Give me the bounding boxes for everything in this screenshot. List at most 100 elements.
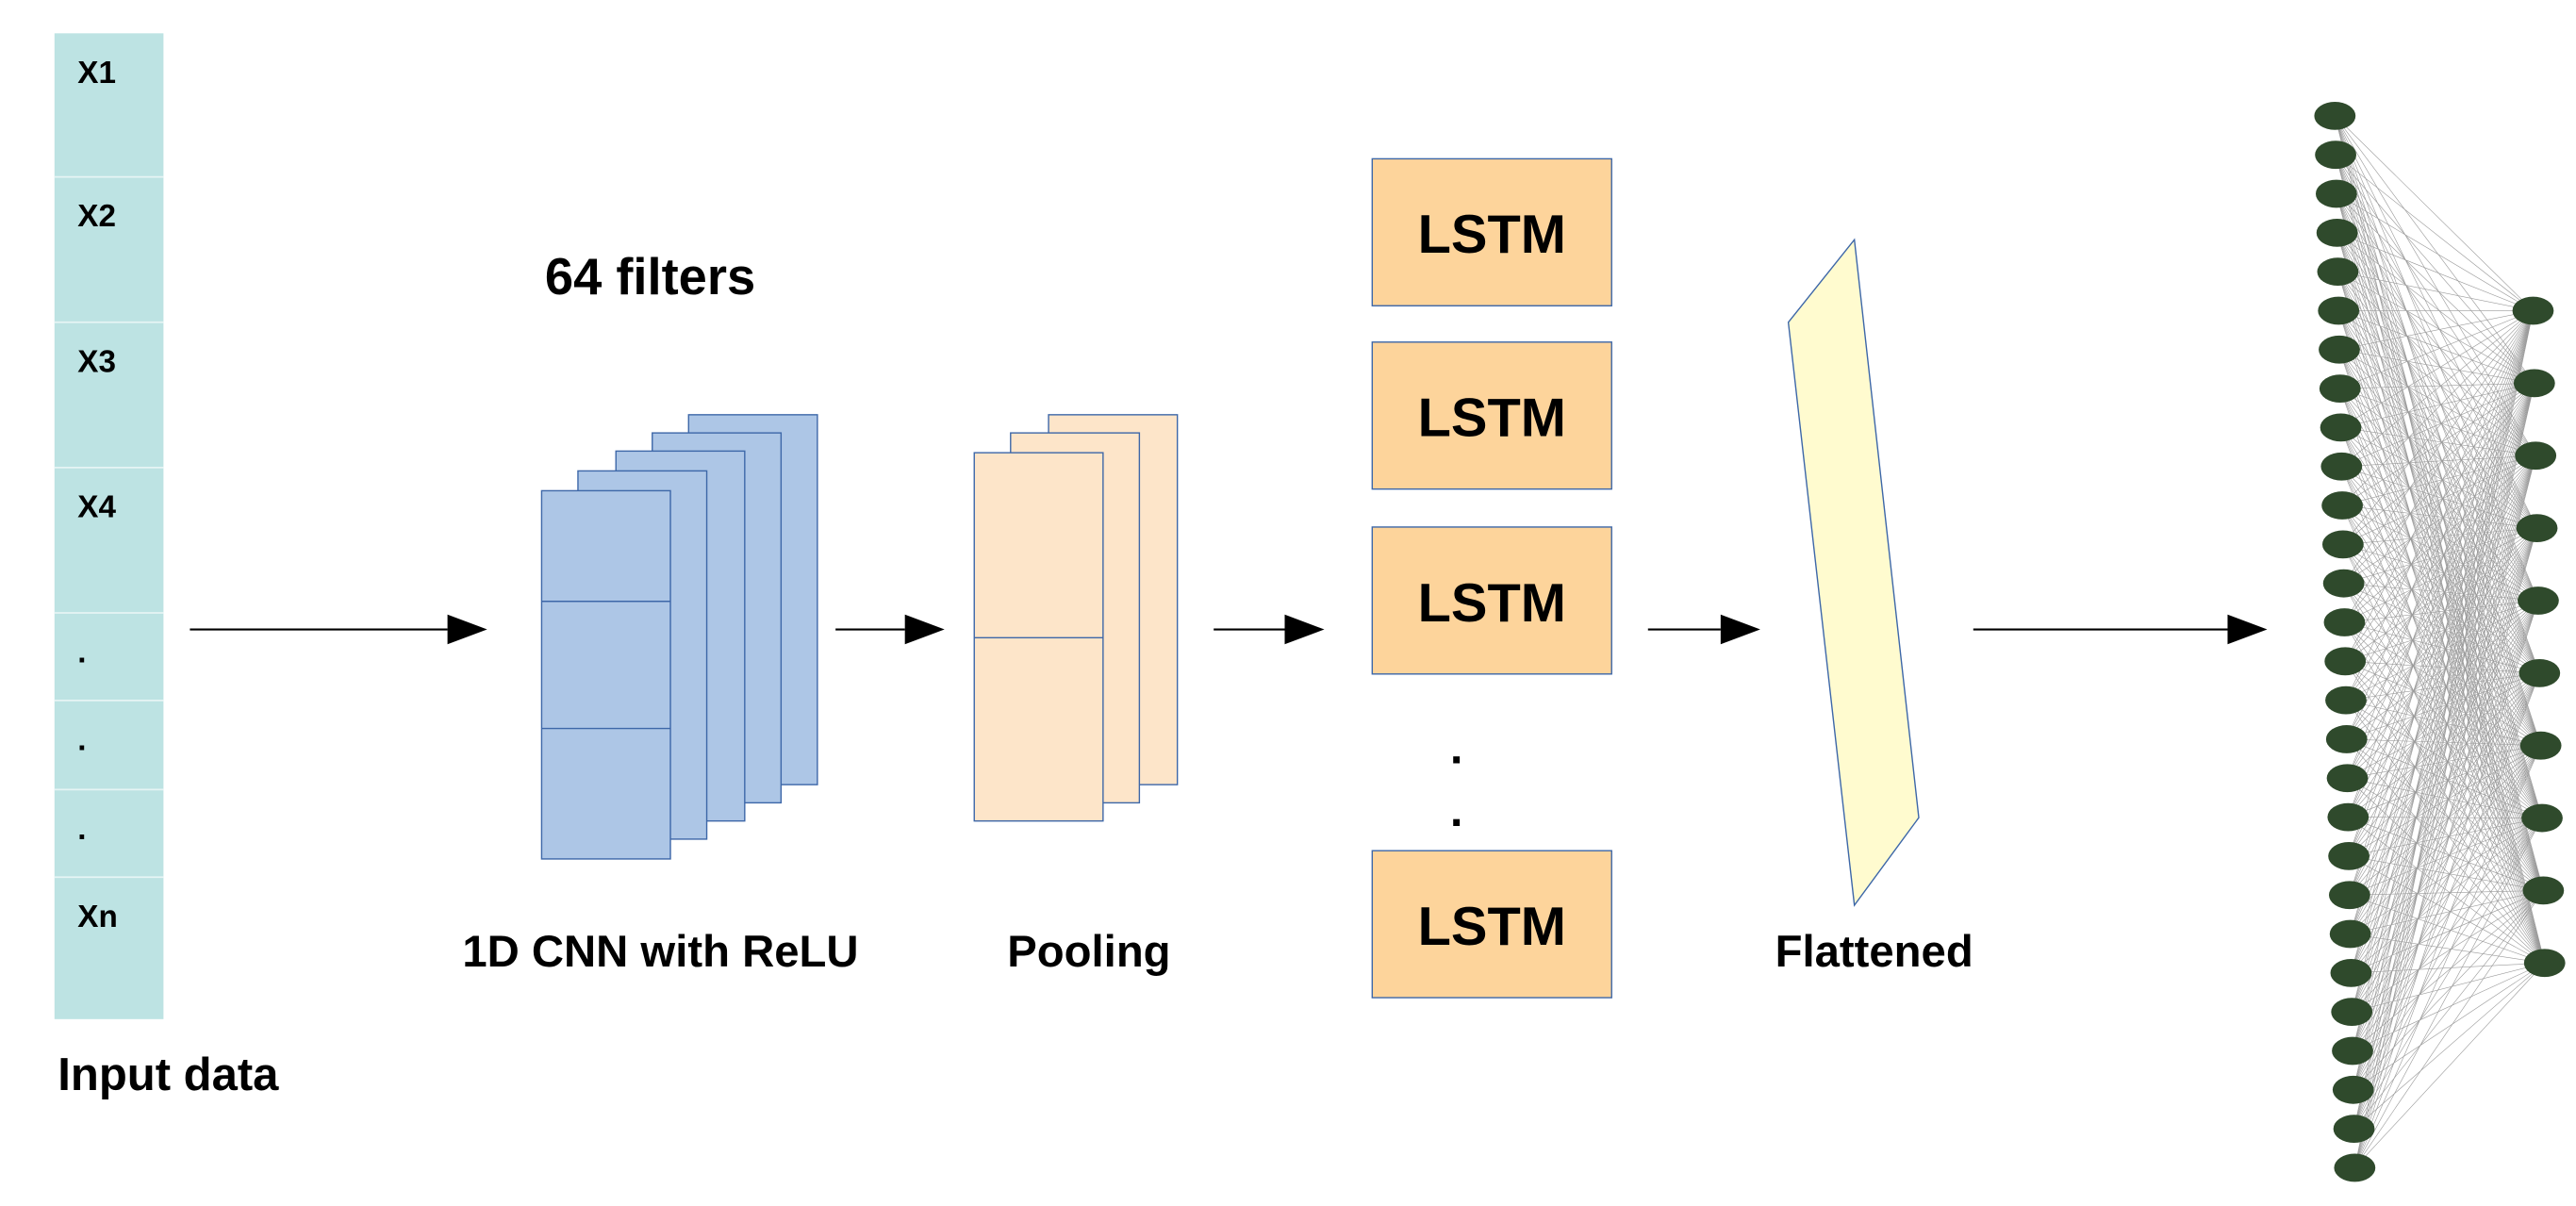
dense-edge [2337,232,2541,746]
dense-edge [2347,672,2540,779]
arrowhead-icon [904,614,945,645]
dense-edge [2348,745,2541,857]
lstm-ellipsis-dot: . [1450,722,1463,773]
dense-edge [2340,427,2539,602]
dense-edge [2351,310,2534,1013]
dense-edge [2339,310,2534,389]
dense-edge [2335,115,2537,529]
output-neuron [2522,876,2565,905]
dense-edge [2337,232,2537,529]
arrowhead-icon [1720,614,1760,645]
pooling-label: Pooling [1007,927,1170,977]
dense-edge [2348,455,2536,857]
dense-edge [2348,817,2544,891]
input-neuron [2321,530,2364,559]
dense-edge [2337,232,2536,456]
dense-edge [2346,600,2539,740]
dense-edge [2337,271,2537,529]
output-neuron [2512,296,2554,325]
dense-edge [2354,455,2536,1168]
dense-edge [2353,963,2545,1130]
dense-edge [2349,855,2544,891]
dense-edge [2352,962,2545,1013]
cnn-feature-map [540,489,671,860]
dense-edge [2354,600,2539,1168]
lstm-cell: LSTM [1371,157,1612,306]
dense-edge [2349,600,2539,896]
dense-edge [2339,388,2536,456]
lstm-label: LSTM [1418,897,1566,957]
dense-edge [2352,963,2545,1051]
dense-edge [2335,115,2541,746]
dense-edge [2351,962,2545,974]
dense-edge [2344,310,2534,623]
dense-edge [2351,383,2535,973]
output-neuron [2518,658,2561,687]
dense-edge [2343,310,2534,584]
dense-edge [2342,544,2541,746]
dense-edge [2337,310,2537,529]
output-neuron [2516,514,2558,542]
input-cell-label: X4 [77,489,116,524]
dense-edge [2353,818,2543,1130]
input-neuron [2319,335,2360,364]
dense-edge [2350,745,2541,934]
dense-edge [2349,745,2541,896]
dense-edge [2341,466,2537,529]
dense-edge [2345,672,2540,701]
dense-edge [2337,232,2534,311]
dense-edge [2338,349,2541,746]
lstm-cell: LSTM [1371,526,1612,675]
dense-edge [2345,700,2541,746]
dense-edge [2353,890,2544,1130]
dense-edge [2352,600,2539,1051]
flattened-layer [1787,238,1920,907]
dense-edge [2337,232,2540,673]
dense-edge [2339,388,2540,674]
input-neuron [2315,140,2356,170]
input-neuron [2315,179,2357,208]
dense-edge [2353,745,2541,1090]
dense-edge [2341,383,2535,506]
dense-edge [2345,383,2535,701]
dense-edge [2345,527,2537,701]
dense-edge [2344,621,2540,674]
dense-edge [2348,527,2537,857]
input-cell-label: X1 [77,56,116,91]
dense-edge [2353,600,2539,1090]
input-neuron [2332,1036,2373,1066]
pooling-maps [973,414,1179,822]
dense-edge [2342,504,2537,529]
dense-edge [2353,745,2541,1130]
dense-edge [2351,527,2537,973]
dense-edge [2341,383,2535,468]
dense-edge [2345,700,2545,964]
dense-edge [2338,349,2537,529]
arrowhead-icon [1284,614,1325,645]
dense-edge [2351,455,2536,973]
dense-edge [2353,672,2540,1090]
dense-edge [2344,527,2537,623]
dense-edge [2343,583,2540,674]
dense-edge [2344,310,2534,662]
dense-edge [2335,155,2537,529]
dense-edge [2353,818,2543,1090]
dense-edge [2353,600,2539,1130]
dense-edge [2344,621,2541,746]
dense-edge [2345,455,2536,701]
input-neuron [2329,919,2371,949]
dense-edge [2351,310,2534,973]
dense-edge [2351,455,2536,1013]
dense-edge [2352,818,2543,1051]
dense-edge [2350,600,2539,934]
input-column-bg [54,33,164,1019]
input-data-label: Input data [58,1049,279,1100]
dense-edge [2353,310,2534,1130]
lstm-cell: LSTM [1371,850,1612,999]
dense-edge [2341,466,2540,674]
dense-edge [2347,777,2544,891]
dense-edge [2340,427,2541,746]
dense-edge [2352,672,2540,1051]
dense-edge [2338,310,2536,456]
